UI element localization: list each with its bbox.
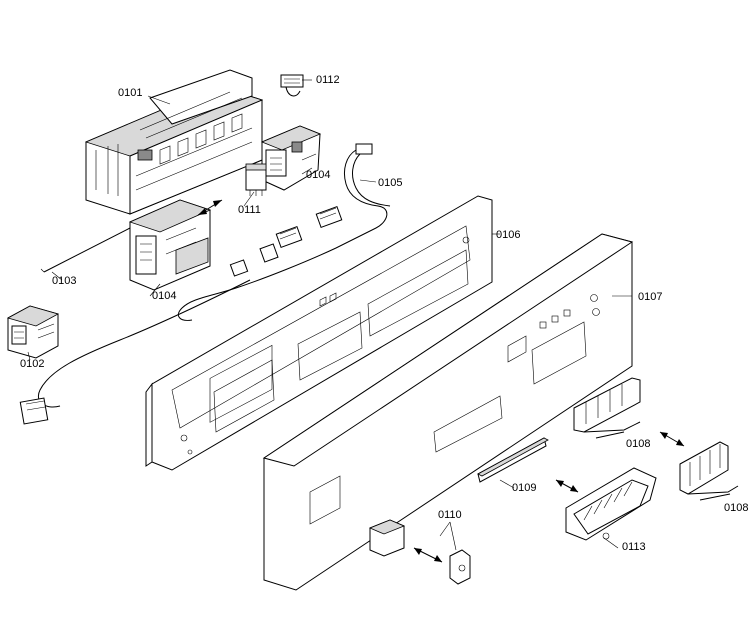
part-0105-wiring-harness (19, 143, 391, 425)
leader-lines (27, 79, 632, 551)
label-0108-b: 0108 (724, 502, 749, 514)
label-0102: 0102 (20, 358, 45, 370)
label-0113: 0113 (622, 541, 646, 553)
label-0105: 0105 (378, 177, 403, 189)
part-0106-inner-frame (145, 195, 493, 471)
part-0110-knob (449, 549, 471, 585)
part-0109-handle-bar (477, 437, 549, 483)
arrow-0110 (413, 547, 443, 563)
label-0103: 0103 (52, 275, 77, 287)
part-0102-module (6, 305, 60, 359)
label-0109: 0109 (512, 482, 537, 494)
part-0104-switch-upper (260, 125, 322, 191)
part-0111-relay (245, 163, 267, 196)
part-0110-cap (368, 519, 406, 557)
part-0101-control-module (84, 69, 264, 215)
label-0108-a: 0108 (626, 438, 651, 450)
part-0113-knob-assembly (565, 467, 657, 541)
part-0104-switch-lower (128, 199, 212, 291)
label-0106: 0106 (496, 229, 521, 241)
part-0108-keypad-a (573, 377, 641, 439)
label-0111: 0111 (238, 204, 261, 216)
label-0110: 0110 (438, 509, 462, 521)
label-0101: 0101 (118, 87, 143, 99)
arrow-0108 (659, 431, 685, 447)
arrow-0109-0113 (555, 479, 579, 493)
part-0103-wire (40, 227, 131, 273)
part-0112-plug (280, 74, 304, 97)
label-0104-lower: 0104 (152, 290, 177, 302)
part-0107-front-panel (262, 233, 634, 591)
label-0104-upper: 0104 (306, 169, 331, 181)
part-0108-keypad-b (679, 441, 739, 501)
arrow-0104-to-0101 (197, 199, 223, 216)
label-0112: 0112 (316, 74, 340, 86)
label-0107: 0107 (638, 291, 663, 303)
